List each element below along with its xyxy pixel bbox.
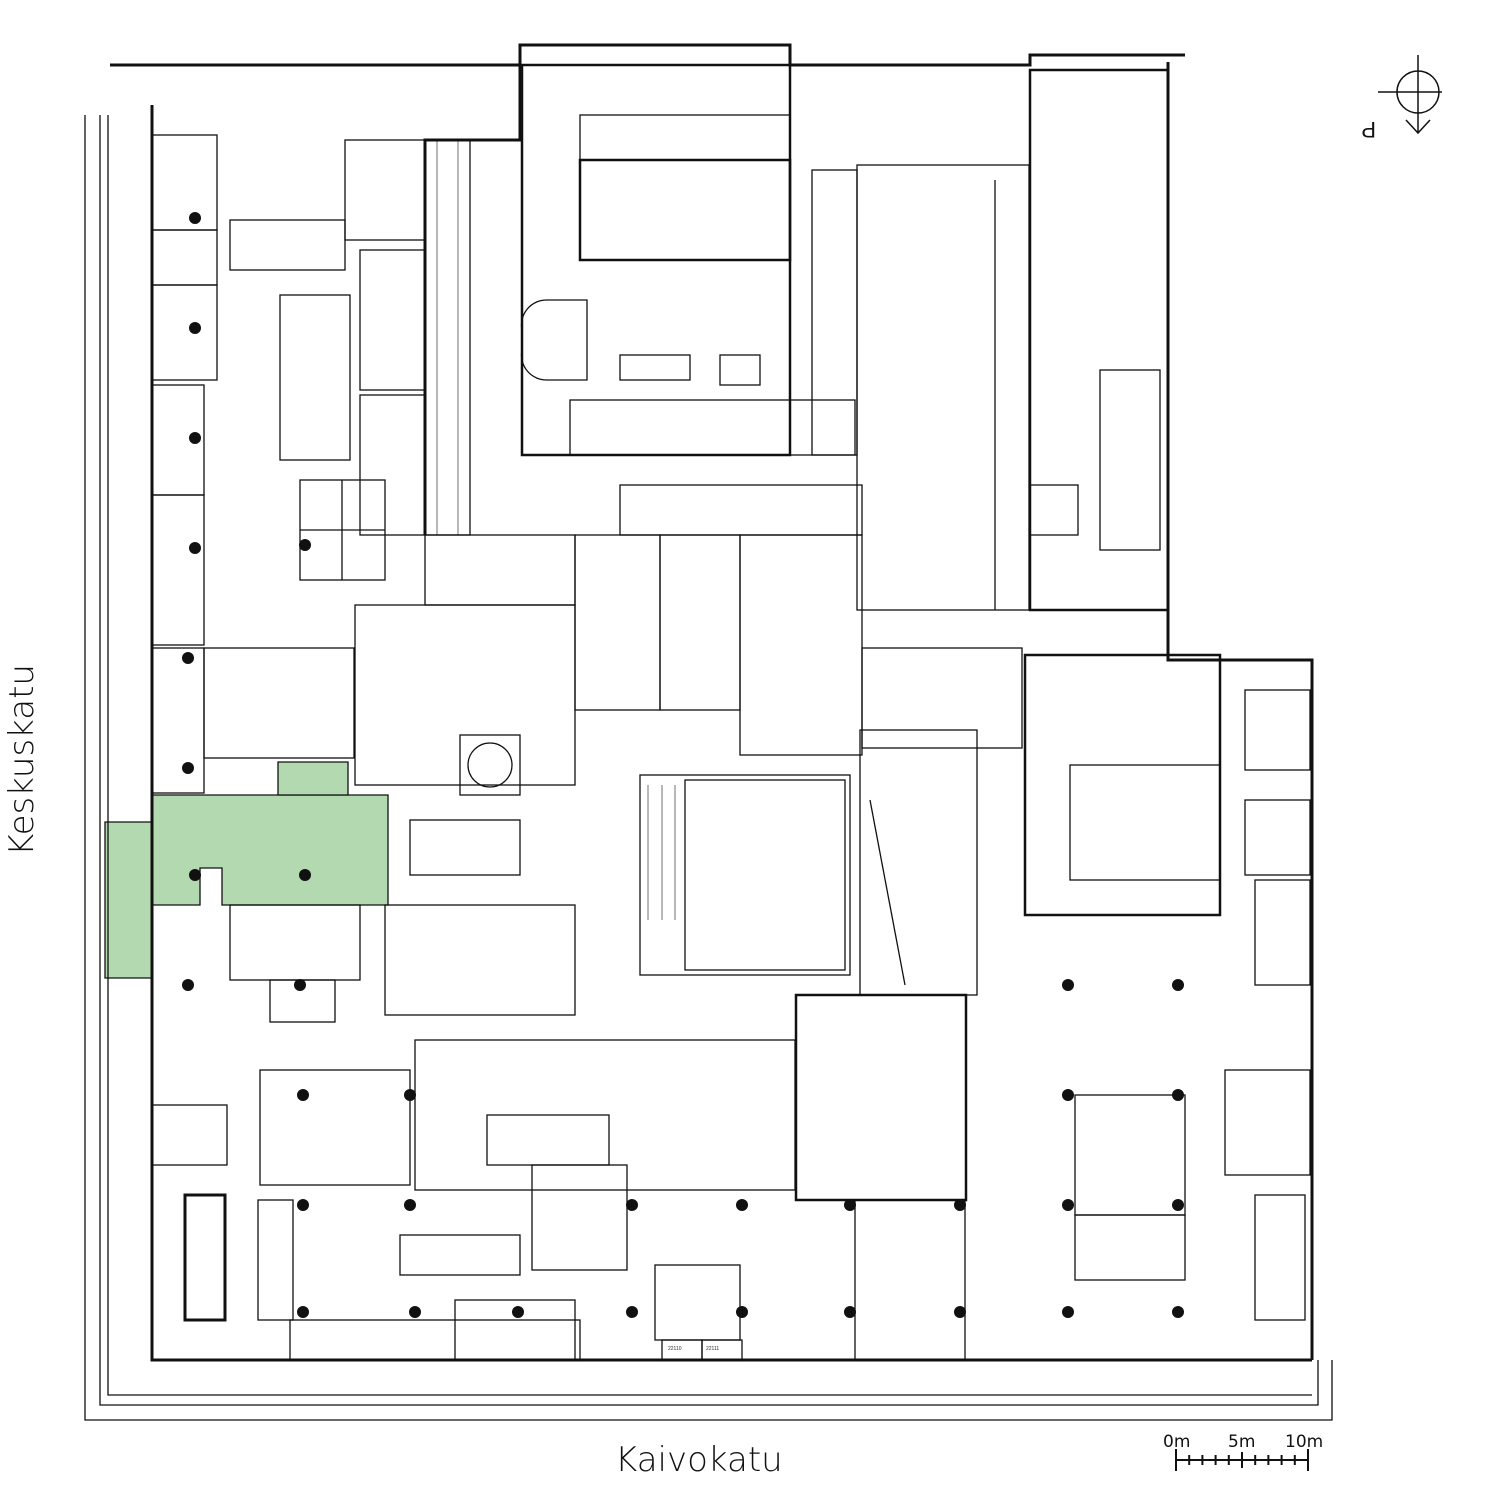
column [189,432,201,444]
column [404,1089,416,1101]
column [1062,1199,1074,1211]
column [1172,1199,1184,1211]
column [844,1306,856,1318]
street-label-kaivokatu: Kaivokatu [615,1440,783,1480]
column [189,322,201,334]
interior-walls [151,63,1311,1361]
column [1172,1089,1184,1101]
column [1062,1089,1074,1101]
scale-label-5: 5m [1228,1432,1256,1452]
column [189,212,201,224]
column [299,869,311,881]
column [182,979,194,991]
site-boundary [84,115,1333,1421]
column [189,869,201,881]
column [626,1199,638,1211]
structural-columns [182,212,1184,1318]
scale-label-10: 10m [1285,1432,1324,1452]
column [626,1306,638,1318]
compass-label: P [1361,117,1376,142]
column [297,1199,309,1211]
column [299,539,311,551]
column [512,1306,524,1318]
column [189,542,201,554]
street-label-keskuskatu: Keskuskatu [2,664,42,856]
scale-label-0: 0m [1163,1432,1191,1452]
scale-bar [1175,1449,1309,1471]
highlighted-area[interactable] [104,761,389,979]
column [409,1306,421,1318]
north-arrow-icon: P [1361,55,1442,142]
column [294,979,306,991]
column [954,1199,966,1211]
column [1172,979,1184,991]
column [954,1306,966,1318]
column [736,1199,748,1211]
column [1062,1306,1074,1318]
column [736,1306,748,1318]
building-walls [110,43,1314,1362]
room-label-22110: 22110 [668,1346,682,1352]
column [297,1089,309,1101]
column [404,1199,416,1211]
column [182,762,194,774]
column [297,1306,309,1318]
column [844,1199,856,1211]
column [182,652,194,664]
column [1172,1306,1184,1318]
room-labels: 22110 22111 [668,1346,719,1352]
column [1062,979,1074,991]
room-label-22111: 22111 [706,1346,719,1352]
